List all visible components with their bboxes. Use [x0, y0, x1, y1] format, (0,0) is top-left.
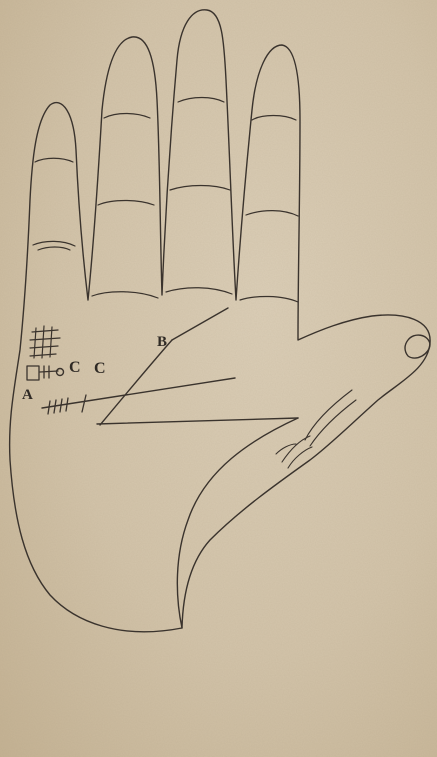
label-b: B [157, 335, 167, 350]
label-a: A [22, 388, 33, 403]
label-c-second: C [94, 361, 106, 377]
label-c-first: C [69, 360, 81, 376]
